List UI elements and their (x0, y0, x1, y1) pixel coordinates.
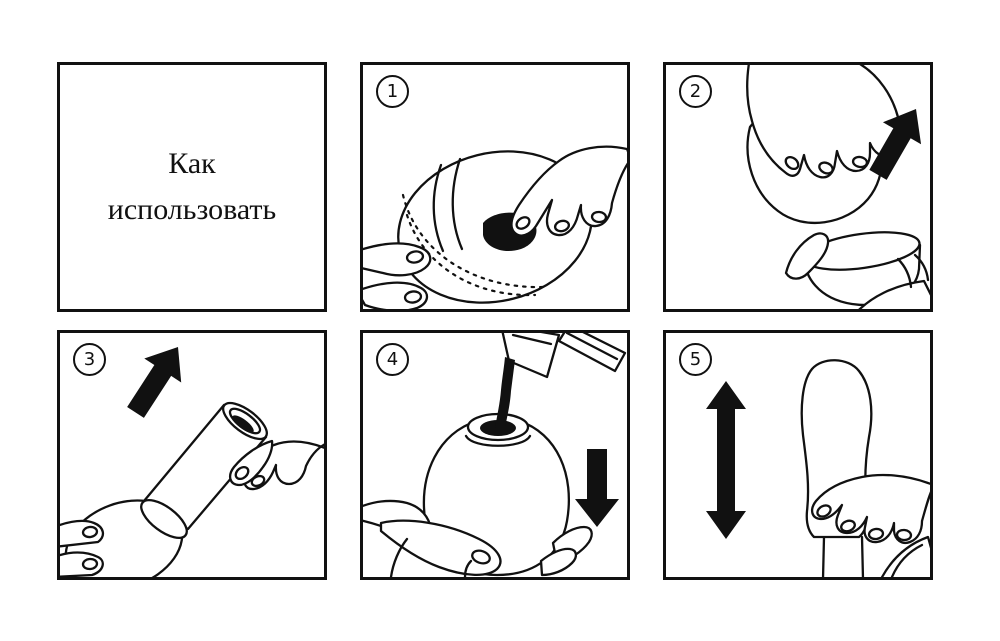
page-title: Как использовать (108, 141, 276, 234)
lube-packet (501, 333, 561, 379)
title-line-1: Как (168, 146, 216, 180)
lube-stream (495, 357, 515, 428)
step-number-3: 3 (73, 343, 106, 376)
lower-thumb (784, 232, 830, 280)
lower-wrist (858, 279, 930, 309)
illustration-remove-top (746, 65, 930, 309)
panel-step-5: 5 (663, 330, 933, 580)
right-hand (510, 145, 627, 237)
fingertip (539, 547, 578, 577)
panel-step-3: 3 (57, 330, 327, 580)
panel-step-2: 2 (663, 62, 933, 312)
illustration-pour-lubricant (363, 333, 627, 577)
arrow-up-down-icon (706, 381, 746, 539)
left-thumb (363, 281, 429, 309)
arrow-up-right-icon (869, 109, 922, 180)
shaft (821, 535, 826, 577)
step-number-1: 1 (376, 75, 409, 108)
arrow-up-right-icon (127, 347, 182, 418)
illustration-peel-film (363, 145, 627, 309)
illustration-stroke (706, 359, 930, 577)
step-number-5: 5 (679, 343, 712, 376)
arrow-down-icon (575, 449, 619, 527)
step-number-4: 4 (376, 343, 409, 376)
film-strip (557, 333, 627, 373)
right-thumb (228, 439, 274, 487)
illustration-remove-insert (60, 347, 324, 577)
panel-title: Как использовать (57, 62, 327, 312)
panel-step-1: 1 (360, 62, 630, 312)
step-number-2: 2 (679, 75, 712, 108)
panel-grid: Как использовать 1 (57, 62, 933, 580)
title-line-2: использовать (107, 193, 277, 226)
panel-step-4: 4 (360, 330, 630, 580)
